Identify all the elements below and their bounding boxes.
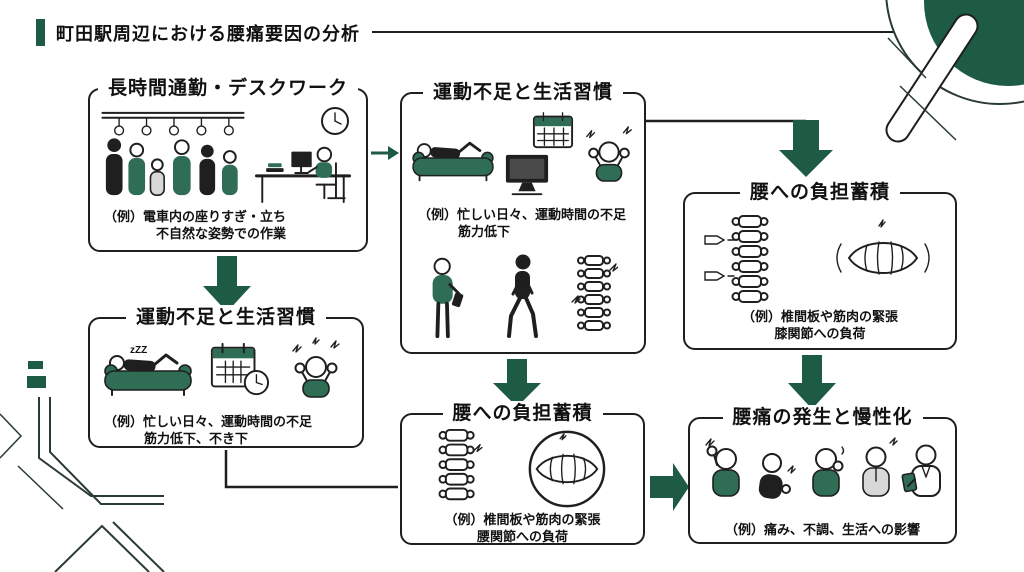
stressed-person-icon xyxy=(292,337,340,398)
sleep-text: zZZ xyxy=(130,345,147,356)
arrow-commute-to-inactivity xyxy=(203,256,251,312)
box-strain-center: 腰への負担蓄積 （例）椎間板や筋肉の緊張 腰関節への負荷 xyxy=(400,401,645,545)
desk-worker-icon xyxy=(254,146,351,204)
sofa-lounger-icon: zZZ xyxy=(104,345,192,396)
box-inactivity-center: 運動不足と生活習慣 xyxy=(400,80,646,354)
spine-icon xyxy=(438,428,483,501)
wall-clock-icon xyxy=(321,107,349,135)
box-inactivity-center-title: 運動不足と生活習慣 xyxy=(422,80,624,106)
arrow-center-to-right-strain xyxy=(646,119,833,177)
connector-inactivity-to-strain xyxy=(224,450,398,489)
sofa-lounger-icon xyxy=(412,141,494,182)
arrow-strain-center-to-pain xyxy=(650,463,689,511)
box-chronic-pain-title: 腰痛の発生と慢性化 xyxy=(722,405,923,431)
corner-circle-decoration xyxy=(885,0,1024,143)
pressure-pointer-icons xyxy=(704,235,735,281)
backpain-person-icon xyxy=(758,453,796,499)
box-inactivity-left: 運動不足と生活習慣 zZZ xyxy=(88,305,364,448)
box-strain-right-caption: （例）椎間板や筋肉の緊張 膝関節への負荷 xyxy=(741,309,898,341)
box-strain-center-caption: （例）椎間板や筋肉の緊張 腰関節への負荷 xyxy=(444,512,601,544)
suffering-people-icons xyxy=(705,437,941,499)
box-inactivity-left-caption: （例）忙しい日々、運動時間の不足 筋力低下、不き下 xyxy=(104,414,313,446)
arrow-commute-to-center xyxy=(371,146,399,160)
headache-person-icon xyxy=(705,438,740,497)
doctor-with-clipboard-icon xyxy=(901,444,941,497)
arrow-center-to-strain xyxy=(493,359,541,407)
box-chronic-pain-caption: （例）痛み、不調、生活への影響 xyxy=(724,522,920,537)
spine-icon xyxy=(731,215,769,303)
walking-person-icon xyxy=(507,254,538,338)
spine-icon xyxy=(571,255,618,331)
box-inactivity-center-caption: （例）忙しい日々、運動時間の不足 筋力低下 xyxy=(418,207,627,239)
muscle-magnified-icon xyxy=(528,430,606,508)
train-interior-icon xyxy=(101,111,245,196)
page-title: 町田駅周辺における腰痛要因の分析 xyxy=(56,24,360,44)
worried-woman-icon xyxy=(812,446,845,497)
box-commute-title: 長時間通勤・デスクワーク xyxy=(97,76,359,102)
muscle-tension-icon xyxy=(836,219,930,275)
title-accent-bar xyxy=(36,19,45,46)
spine-and-muscle-icon xyxy=(438,428,606,508)
calendar-clock-icon xyxy=(210,342,270,396)
box-inactivity-left-title: 運動不足と生活習慣 xyxy=(125,305,327,331)
box-commute: 長時間通勤・デスクワーク xyxy=(88,76,368,252)
box-chronic-pain: 腰痛の発生と慢性化 xyxy=(688,405,957,544)
calendar-icon xyxy=(532,112,574,149)
tired-man-icon xyxy=(862,437,898,497)
smartphone-user-icon xyxy=(432,257,464,339)
title-rule-line xyxy=(372,31,894,33)
box-strain-center-title: 腰への負担蓄積 xyxy=(442,401,603,427)
box-strain-right: 腰への負担蓄積 （例） xyxy=(683,180,957,350)
arrow-strain-to-pain xyxy=(788,355,836,409)
tv-monitor-icon xyxy=(505,154,549,196)
stressed-person-icon xyxy=(586,126,632,182)
box-commute-caption: （例）電車内の座りすぎ・立ち 不自然な姿勢での作業 xyxy=(104,209,287,241)
spine-pressure-muscle-icon xyxy=(704,215,930,303)
box-strain-right-title: 腰への負担蓄積 xyxy=(739,180,901,206)
pen-stick-icon xyxy=(887,15,977,141)
